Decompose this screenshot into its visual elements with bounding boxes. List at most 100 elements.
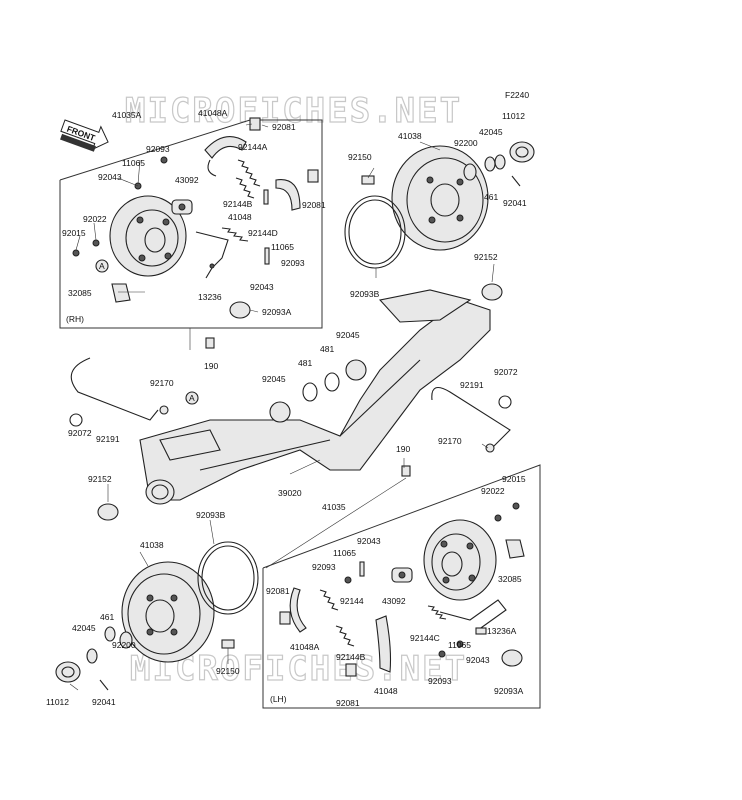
lh-brake-shoe-right [375,615,392,673]
rh-wheel-cylinder [171,199,193,215]
label-92043-top: 92043 [98,172,122,182]
label-11012-bot: 11012 [46,697,69,707]
bolt-190-mid [401,465,411,477]
rh-brake-shoe-lower [275,179,301,211]
label-92150-bot: 92150 [216,666,240,676]
rh-brake-drum [391,145,489,251]
label-11065-top: 11065 [122,158,145,168]
label-190-top: 190 [204,361,218,371]
lh-seal-92093A [501,649,523,667]
label-92015-top: 92015 [62,228,86,238]
lh-brake-drum [121,561,215,663]
rh-clip-32085 [111,283,131,303]
label-481-b: 481 [298,358,312,368]
ref-a-circle-mid [185,391,199,405]
axle-bearings [97,283,503,521]
brake-line-right [431,386,512,451]
leader-lines [69,123,495,691]
rh-lever-13236 [195,231,229,279]
label-92072-left: 92072 [68,428,92,438]
rh-seal-92093A [229,301,251,319]
lh-pins [344,502,520,658]
lh-clip-32085 [505,539,525,559]
fitting-92170-right [485,443,495,453]
label-41048-top: 41048 [228,212,252,222]
label-92191-right: 92191 [460,380,484,390]
lh-group-label: (LH) [270,694,287,704]
label-13236A: 13236A [487,626,517,636]
label-92170-top: 92170 [150,378,174,388]
label-92144A: 92144A [238,142,268,152]
label-92081-top1: 92081 [272,122,296,132]
label-43092-bot: 43092 [382,596,406,606]
label-92170-mid: 92170 [438,436,462,446]
fitting-92170-left [159,405,169,415]
label-13236: 13236 [198,292,222,302]
lh-brake-shoe-left [289,587,307,633]
label-92093-bot: 92093 [312,562,336,572]
label-39020: 39020 [278,488,302,498]
brake-line-left [69,357,159,427]
label-43092-top: 43092 [175,175,199,185]
rh-bolt-92081 [249,117,319,183]
label-92022-bot: 92022 [481,486,505,496]
label-92045-mid: 92045 [262,374,286,384]
label-461-bot: 461 [100,612,114,622]
label-92072-right: 92072 [494,367,518,377]
bolt-190-top [205,337,215,349]
label-41048-bot: 41048 [374,686,398,696]
label-41038-top: 41038 [398,131,422,141]
rh-springs [221,159,261,242]
rh-group-label: (RH) [66,314,84,324]
label-92144C: 92144C [410,633,440,643]
rh-hub-parts [463,141,535,187]
label-11012-top: 11012 [502,111,525,121]
lh-lever-13236A [439,599,507,631]
label-92144B-bot: 92144B [336,652,366,662]
label-92015-bot: 92015 [502,474,526,484]
label-41038-bot: 41038 [140,540,164,550]
label-11065-bot2: 11065 [448,640,471,650]
label-461-top: 461 [484,192,498,202]
label-92144B-top: 92144B [223,199,253,209]
label-92093B-top: 92093B [350,289,380,299]
label-92093-bot2: 92093 [428,676,452,686]
lh-wheel-cylinder [391,567,413,583]
label-92200-bot: 92200 [112,640,136,650]
label-92043-top2: 92043 [250,282,274,292]
ref-a-mid: A [189,393,195,403]
figure-code: F2240 [505,90,529,100]
label-92200-top: 92200 [454,138,478,148]
label-92081-top2: 92081 [302,200,326,210]
label-92041-top: 92041 [503,198,527,208]
label-32085-top: 32085 [68,288,92,298]
label-11065-top2: 11065 [271,242,294,252]
label-92081-bot1: 92081 [266,586,290,596]
label-92081-bot2: 92081 [336,698,360,708]
label-92152-left: 92152 [88,474,112,484]
label-92093B-bot: 92093B [196,510,226,520]
label-92144: 92144 [340,596,364,606]
label-92093-top2: 92093 [281,258,305,268]
label-32085-bot: 32085 [498,574,522,584]
label-92152-top: 92152 [474,252,498,262]
lh-group-box [262,464,541,709]
label-41035: 41035 [322,502,346,512]
lh-bolt-92150 [221,639,235,649]
label-190-mid: 190 [396,444,410,454]
rh-drum-seal-92093B [344,195,406,269]
rh-group-box [59,119,323,329]
label-41035A: 41035A [112,110,142,120]
label-92045-top: 92045 [336,330,360,340]
label-92191-left: 92191 [96,434,120,444]
label-92093A-top: 92093A [262,307,292,317]
label-92043-bot2: 92043 [466,655,490,665]
axle-housing [139,289,491,505]
label-92093A-bot: 92093A [494,686,524,696]
label-481-a: 481 [320,344,334,354]
part-labels: 41035A 41048A 92081 92093 92144A 11065 4… [46,108,527,708]
label-92150-top: 92150 [348,152,372,162]
label-92022-top: 92022 [83,214,107,224]
ref-a-top: A [99,261,105,271]
